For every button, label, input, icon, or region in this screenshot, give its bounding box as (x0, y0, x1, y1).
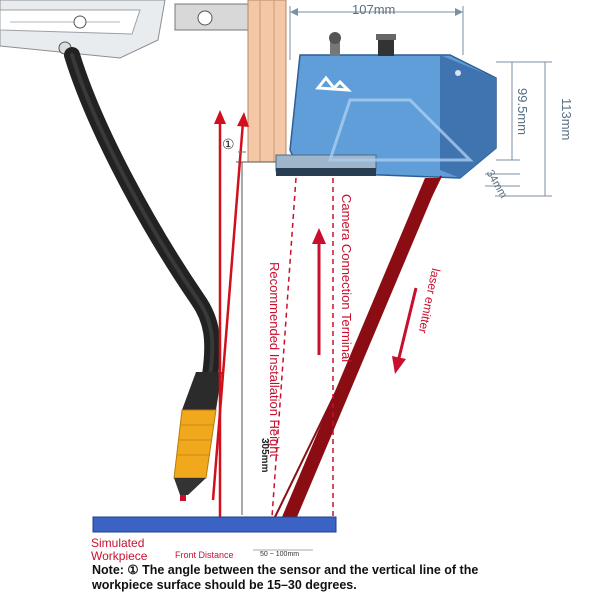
workpiece-label-line2: Workpiece (91, 549, 148, 563)
robot-bracket (0, 0, 166, 59)
down-arrow (392, 287, 418, 374)
simulated-workpiece-plate (92, 516, 337, 533)
dimension-lines (289, 6, 552, 197)
laser-beam-edge (274, 175, 442, 518)
total-height-dimension-label: 113mm (559, 98, 574, 141)
angle-vertical-arrowhead (214, 110, 226, 124)
note-line-2: workpiece surface should be 15–30 degree… (92, 578, 357, 592)
installation-note: Note: ① The angle between the sensor and… (92, 563, 592, 593)
install-height-value-label: 305mm (259, 438, 270, 473)
body-height-dimension-label: 99.5mm (515, 88, 530, 135)
laser-beam (282, 178, 440, 517)
dimension-arrow-right (455, 8, 463, 16)
dimension-arrow-left (290, 8, 298, 16)
sensor-axis-arrowhead (237, 112, 249, 127)
up-arrow (312, 228, 326, 355)
laser-sensor-body (275, 32, 497, 179)
welding-torch (64, 47, 222, 410)
width-dimension-label: 107mm (352, 2, 396, 17)
recommended-height-label: Recommended Installation Height (267, 262, 282, 458)
front-distance-range-label: 50 ~ 100mm (260, 551, 300, 558)
angle-marker-label: ① (222, 136, 235, 152)
front-distance-label: Front Distance (175, 550, 234, 560)
sensor-axis-line (211, 121, 245, 501)
camera-view-line-1 (271, 177, 297, 518)
camera-terminal-label: Camera Connection Terminal (339, 194, 354, 363)
workpiece-label-line1: Simulated (91, 536, 145, 550)
mounting-bracket (174, 0, 287, 163)
torch-nozzle (173, 409, 217, 501)
note-line-1: Note: ① The angle between the sensor and… (92, 563, 479, 577)
